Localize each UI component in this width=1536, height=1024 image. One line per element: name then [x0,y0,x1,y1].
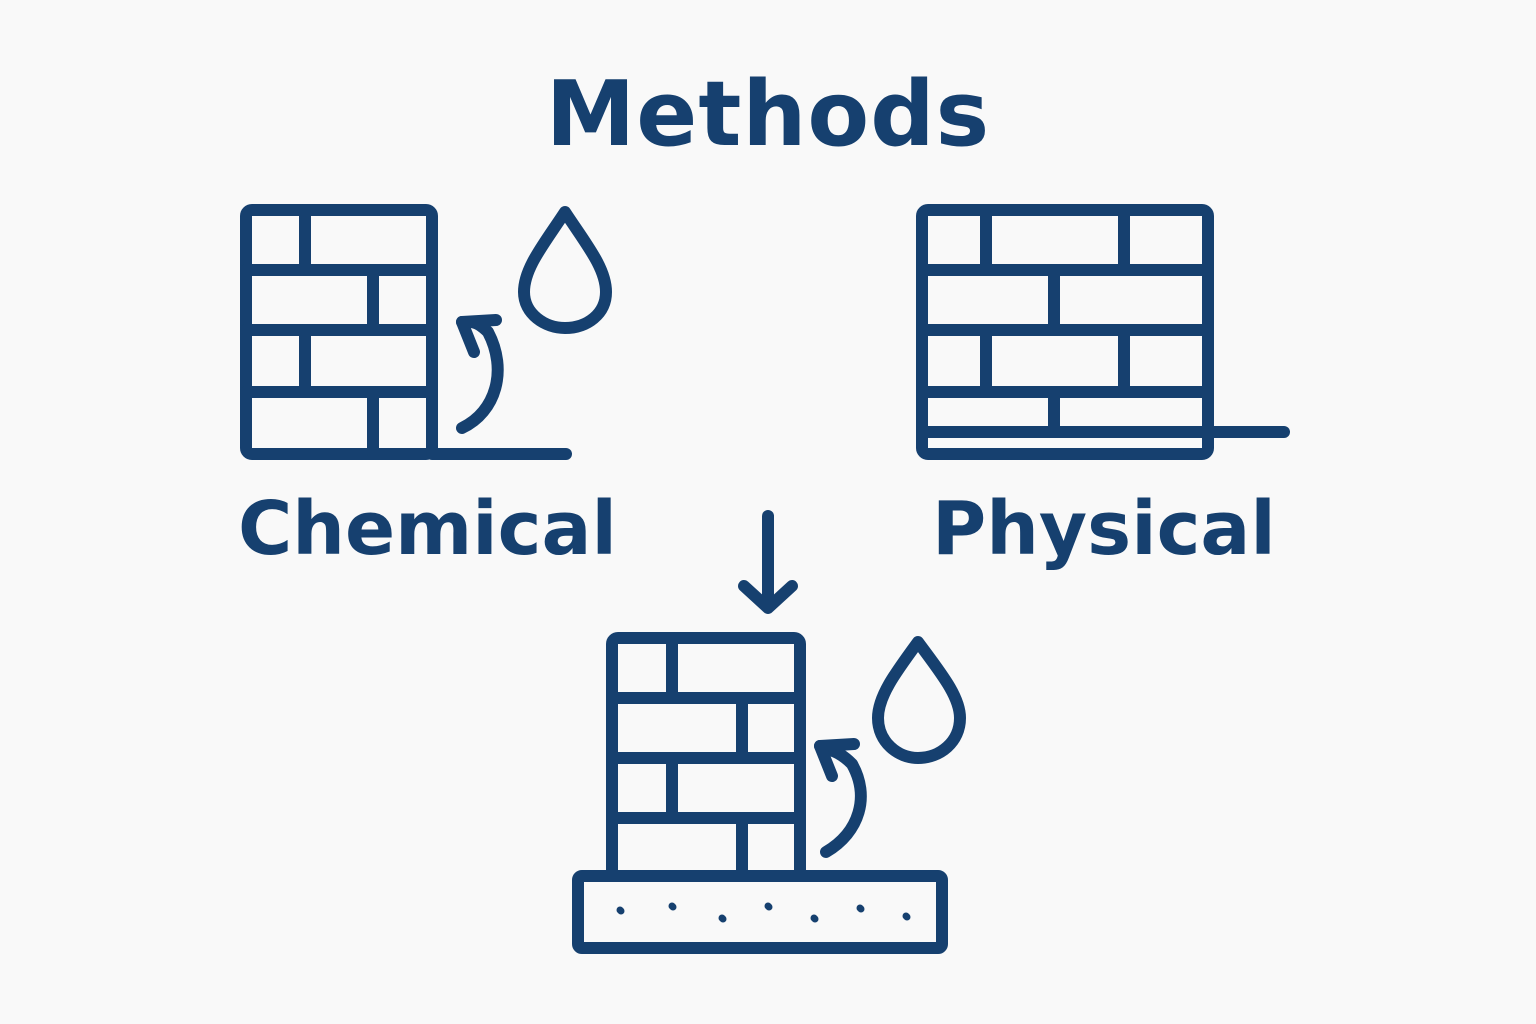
result-brick-wall-icon [606,632,806,882]
foundation-slab-icon [572,870,948,954]
chemical-label: Chemical [238,486,617,572]
physical-label: Physical [932,486,1276,572]
down-arrow-icon [738,510,798,614]
physical-brick-wall-icon [916,204,1290,460]
result-water-drop-icon [872,636,966,764]
chemical-rising-arrow-icon [456,314,504,434]
chemical-brick-wall-icon [240,204,572,460]
diagram-title: Methods [545,62,991,167]
result-rising-arrow-icon [814,738,867,858]
chemical-water-drop-icon [518,206,612,334]
